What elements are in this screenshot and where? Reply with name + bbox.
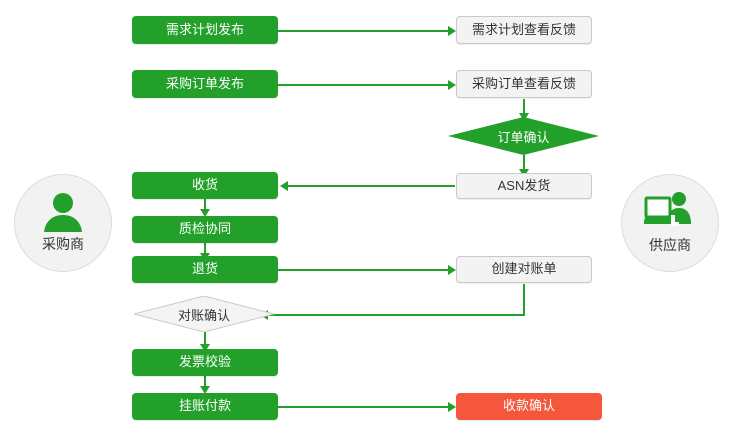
node-label: 需求计划查看反馈 <box>471 21 576 37</box>
arrowhead-confirm-to-invoice <box>200 344 210 352</box>
actor-supplier[interactable]: 供应商 <box>621 174 719 272</box>
node-create-statement[interactable]: 创建对账单 <box>456 256 592 283</box>
connector-invoice-to-pay <box>204 376 206 388</box>
node-label: 质检协同 <box>178 221 231 237</box>
arrowhead-receive-to-quality <box>200 209 210 217</box>
person-icon <box>41 192 85 232</box>
node-label: 对账确认 <box>177 307 230 323</box>
arrowhead-po <box>448 80 456 90</box>
node-pay-on-account[interactable]: 挂账付款 <box>132 393 278 420</box>
connector-po <box>278 84 448 86</box>
connector-receive-to-quality <box>204 199 206 211</box>
node-label: 收款确认 <box>502 398 555 414</box>
node-label: ASN发货 <box>497 177 551 193</box>
node-quality-collab[interactable]: 质检协同 <box>132 216 278 243</box>
node-label: 采购订单查看反馈 <box>471 75 576 91</box>
arrowhead-asn-to-receive <box>280 181 288 191</box>
arrowhead-po-to-order-confirm <box>519 113 529 121</box>
node-label: 发票校验 <box>178 354 231 370</box>
connector-pay-to-receipt <box>278 406 448 408</box>
node-label: 订单确认 <box>497 129 550 145</box>
node-demand-plan-publish[interactable]: 需求计划发布 <box>132 16 278 44</box>
node-label: 创建对账单 <box>491 261 557 277</box>
node-statement-confirm[interactable]: 对账确认 <box>134 296 274 332</box>
connector-order-confirm-to-asn <box>523 155 525 173</box>
connector-statement-down <box>523 284 525 316</box>
arrowhead-demand-plan <box>448 26 456 36</box>
node-po-feedback[interactable]: 采购订单查看反馈 <box>456 70 592 98</box>
node-order-confirm[interactable]: 订单确认 <box>448 117 599 155</box>
person-at-computer-icon <box>643 191 696 233</box>
arrowhead-return-to-statement <box>448 265 456 275</box>
node-return-goods[interactable]: 退货 <box>132 256 278 283</box>
node-po-publish[interactable]: 采购订单发布 <box>132 70 278 98</box>
node-receipt-confirm[interactable]: 收款确认 <box>456 393 602 420</box>
connector-demand-plan <box>278 30 448 32</box>
node-label: 退货 <box>191 261 218 277</box>
connector-return-to-statement <box>278 269 448 271</box>
node-label: 收货 <box>191 177 218 193</box>
connector-quality-to-return <box>204 243 206 255</box>
connector-confirm-to-invoice <box>204 332 206 346</box>
actor-supplier-label: 供应商 <box>649 237 691 253</box>
connector-asn-to-receive <box>288 185 455 187</box>
node-label: 挂账付款 <box>178 398 231 414</box>
node-asn-ship[interactable]: ASN发货 <box>456 173 592 199</box>
arrowhead-pay-to-receipt <box>448 402 456 412</box>
arrowhead-invoice-to-pay <box>200 386 210 394</box>
node-invoice-check[interactable]: 发票校验 <box>132 349 278 376</box>
diamond-shape-icon <box>448 117 599 155</box>
actor-buyer[interactable]: 采购商 <box>14 174 112 272</box>
node-label: 采购订单发布 <box>165 75 244 91</box>
node-label: 需求计划发布 <box>165 21 244 37</box>
connector-statement-to-confirm <box>268 314 525 316</box>
node-demand-plan-feedback[interactable]: 需求计划查看反馈 <box>456 16 592 44</box>
diamond-shape-icon <box>134 296 274 332</box>
connector-po-to-order-confirm <box>523 99 525 117</box>
node-receive-goods[interactable]: 收货 <box>132 172 278 199</box>
actor-buyer-label: 采购商 <box>42 236 84 252</box>
